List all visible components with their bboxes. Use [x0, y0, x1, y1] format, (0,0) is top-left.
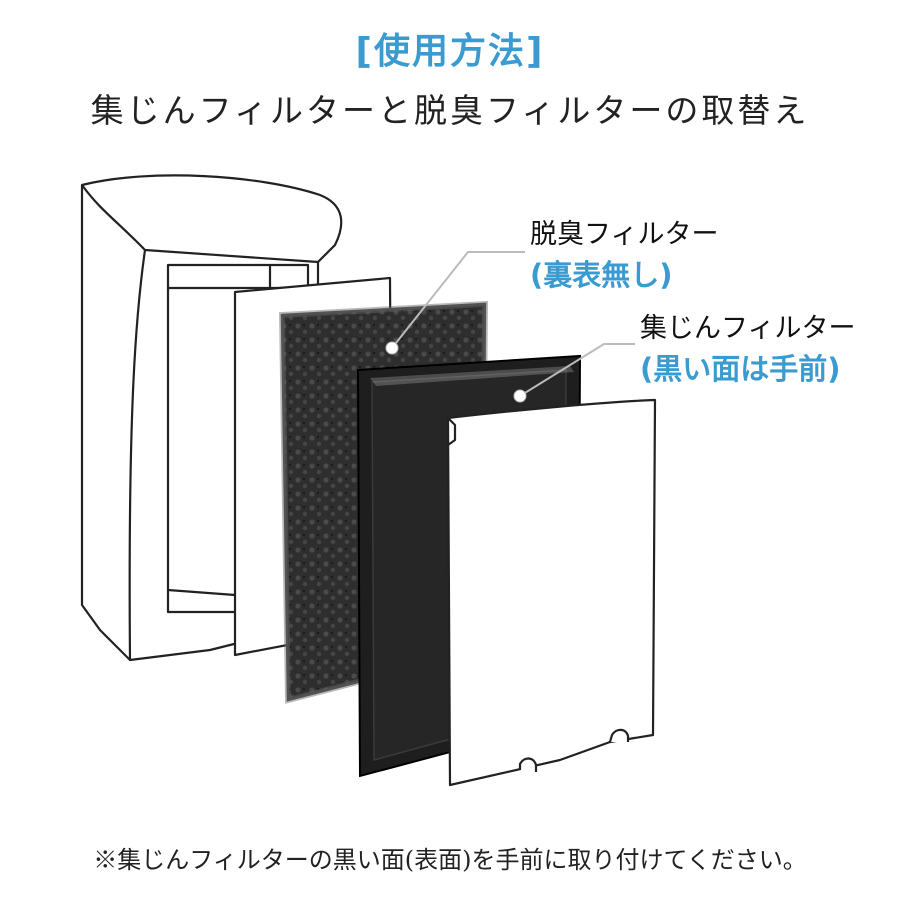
leader-dust — [513, 343, 635, 403]
page-subtitle: 集じんフィルターと脱臭フィルターの取替え — [90, 91, 810, 130]
deodorizing-filter-note: (裏表無し) — [530, 258, 673, 292]
dust-filter-label: 集じんフィルター — [640, 313, 856, 344]
dust-filter-back-panel — [446, 398, 657, 787]
page-title: [使用方法] — [355, 31, 545, 72]
dust-filter-note: (黒い面は手前) — [640, 352, 841, 386]
deodorizing-filter-label: 脱臭フィルター — [530, 219, 719, 250]
footer-note: ※集じんフィルターの黒い面(表面)を手前に取り付けてください。 — [93, 846, 807, 874]
leader-deodorizing — [385, 251, 525, 355]
